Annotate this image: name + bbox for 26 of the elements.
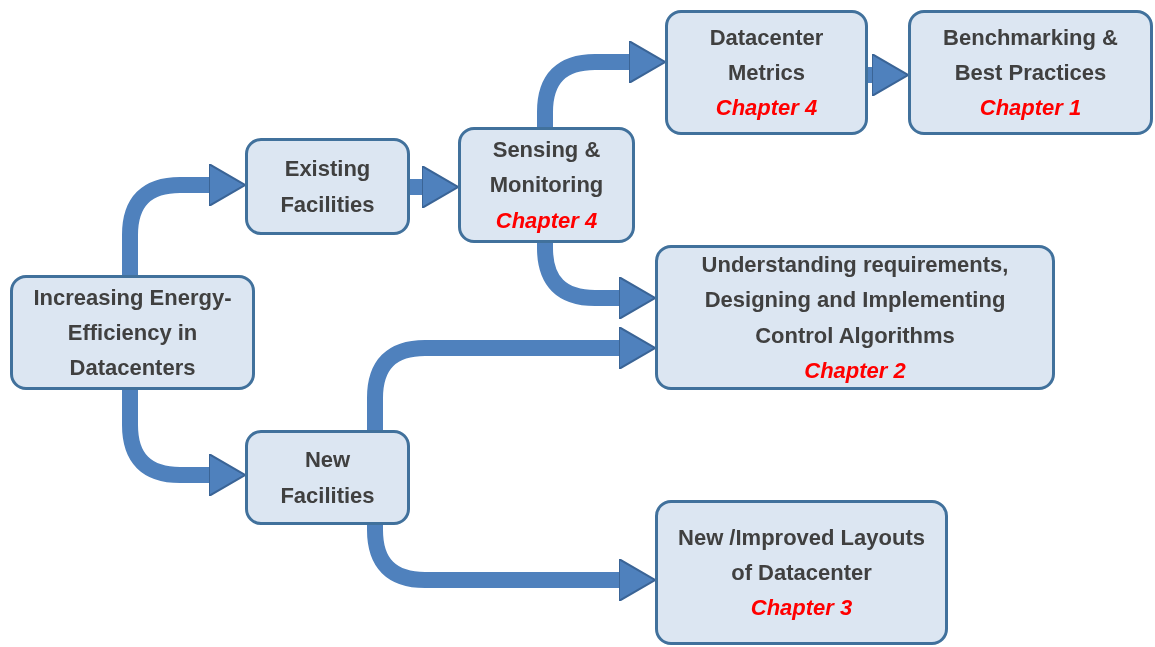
curved-arrow — [367, 326, 656, 430]
process-box — [10, 275, 255, 390]
box-title: Existing Facilities — [279, 155, 376, 219]
box-title: Sensing & Monitoring — [488, 136, 605, 200]
box-title: Datacenter Metrics — [708, 23, 825, 87]
process-box — [245, 430, 410, 525]
chapter-reference: Chapter 4 — [715, 94, 818, 123]
chapter-reference: Chapter 4 — [495, 206, 598, 235]
process-box — [458, 127, 635, 243]
box-title: New Facilities — [279, 446, 376, 510]
process-box — [655, 500, 948, 645]
curved-arrow — [868, 53, 909, 97]
curved-arrow — [410, 165, 459, 209]
chapter-reference: Chapter 3 — [750, 594, 853, 623]
chapter-reference: Chapter 2 — [804, 356, 906, 385]
process-box — [245, 138, 410, 235]
chapter-reference: Chapter 1 — [979, 94, 1082, 123]
process-box — [908, 10, 1153, 135]
box-title: Increasing Energy-Efficiency in Datacenters — [32, 283, 233, 383]
curved-arrow — [122, 390, 246, 497]
box-title: New /Improved Layouts of Datacenter — [677, 523, 926, 587]
box-title: Benchmarking & Best Practices — [942, 23, 1119, 87]
process-box — [655, 245, 1055, 390]
process-box — [665, 10, 868, 135]
curved-arrow — [122, 163, 246, 275]
box-title: Understanding requirements, Designing and Implementing Control Algorithms — [700, 251, 1010, 350]
